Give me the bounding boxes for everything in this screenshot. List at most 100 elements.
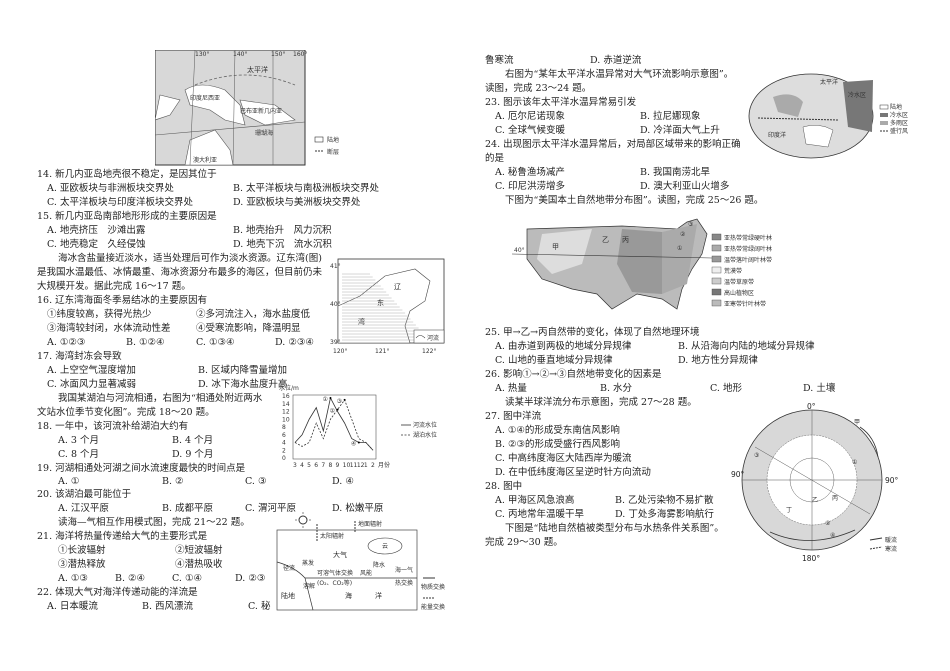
q19-option-d[interactable]: D. ④ [332,476,354,487]
q21-option-d[interactable]: D. ②③ [235,573,266,584]
label-4: ④ [830,532,835,539]
q26-option-d[interactable]: D. 土壤 [803,383,836,394]
annotation-label: ④ [351,441,356,448]
q27-option-a[interactable]: A. ①④的形成受东南信风影响 [495,425,620,436]
chart-ylabel: 水位/m [279,384,299,392]
q26-option-b[interactable]: B. 水分 [600,383,633,394]
q17-option-b[interactable]: B. 区域内降雪量增加 [198,365,288,376]
q14-option-b[interactable]: B. 太平洋板块与南极洲板块交界处 [233,183,380,194]
legend-river-level: 河流水位 [413,421,437,429]
q28-option-c[interactable]: C. 丙地常年温暖干旱 [495,509,584,520]
q15-stem: 15. 新几内亚岛南部地形形成的主要原因是 [37,211,217,222]
q20-option-d[interactable]: D. 松嫩平原 [332,503,384,514]
q23-option-b[interactable]: B. 拉尼娜现象 [640,111,701,122]
q18-option-a[interactable]: A. 3 个月 [58,435,99,446]
q28-option-b[interactable]: B. 乙处污染物不易扩散 [615,495,714,506]
bay-label: 湾 [358,317,365,326]
x-tick-label: 12 [357,462,365,469]
q27-stem: 27. 图中洋流 [485,411,542,422]
q20-stem: 20. 该湖泊最可能位于 [37,489,132,500]
q14-option-d[interactable]: D. 亚欧板块与美洲板块交界处 [233,197,361,208]
q22-option-d[interactable]: D. 赤道逆流 [590,55,642,66]
q26-option-c[interactable]: C. 地形 [710,383,742,394]
q16-item-3: ③海湾较封闭，水体流动性差 [47,323,171,334]
label-ground-radiation: 地面辐射 [358,520,382,528]
passage-16-line: 是我国水温最低、冰情最重、海冰资源分布最多的海区，但目前仍未 [37,267,323,278]
lon-tick: 122° [422,348,436,355]
q25-option-a[interactable]: A. 由赤道到两极的地域分异规律 [495,341,632,352]
map-label-pacific: 太平洋 [247,65,268,74]
q20-option-c[interactable]: C. 渭河平原 [245,503,296,514]
q23-option-d[interactable]: D. 冷洋面大气上升 [640,125,720,136]
q24-option-b[interactable]: B. 我国南涝北旱 [640,167,711,178]
q20-option-a[interactable]: A. 江汉平原 [58,503,109,514]
q23-option-c[interactable]: C. 全球气候变暖 [495,125,565,136]
x-tick-label: 1 [364,462,368,469]
q22-option-c-cont[interactable]: 鲁寒流 [485,55,514,66]
q21-item-2: ②短波辐射 [175,545,223,556]
series-line-river [294,396,374,451]
lon-tick: 150° [271,51,285,58]
q27-option-d[interactable]: D. 在中低纬度海区呈逆时针方向流动 [495,467,651,478]
annotation-point [357,441,360,444]
label-3: ③ [688,221,693,228]
y-tick-label: 16 [282,393,290,400]
x-tick-label: 2 [371,462,375,469]
q15-option-d[interactable]: D. 地壳下沉 流水沉积 [233,239,332,250]
q27-option-c[interactable]: C. 中高纬度海区大陆西岸为暖流 [495,453,632,464]
q18-option-b[interactable]: B. 4 个月 [172,435,214,446]
q19-option-c[interactable]: C. ③ [245,476,267,487]
q28-option-d[interactable]: D. 丁处多海雾影响航行 [615,509,714,520]
q16-option-d[interactable]: D. ②③④ [275,337,314,348]
q22-option-c[interactable]: C. 秘 [248,601,271,612]
legend-label: 温带草原带 [724,278,754,286]
q17-option-c[interactable]: C. 冰面风力显著减弱 [47,379,136,390]
q17-stem: 17. 海湾封冻会导致 [37,351,122,362]
q23-option-a[interactable]: A. 厄尔尼诺现象 [495,111,565,122]
q15-option-b[interactable]: B. 地壳抬升 风力沉积 [233,225,332,236]
q15-option-c[interactable]: C. 地壳稳定 久经侵蚀 [47,239,146,250]
q16-option-c[interactable]: C. ①③④ [196,337,235,348]
q26-option-a[interactable]: A. 热量 [495,383,527,394]
passage-18-line: 文站水位季节变化图”。完成 18～20 题。 [37,407,215,418]
passage-16-line: 大规模开发。据此完成 16～17 题。 [37,281,191,292]
q25-option-d[interactable]: D. 地方性分异规律 [678,355,758,366]
label-jia: 甲 [854,419,860,426]
label-cold-water: 冷水区 [848,91,866,99]
q20-option-b[interactable]: B. 成都平原 [162,503,214,514]
x-tick-label: 9 [336,462,340,469]
q17-option-a[interactable]: A. 上空空气湿度增加 [47,365,136,376]
q25-option-c[interactable]: C. 山地的垂直地域分异规律 [495,355,613,366]
q19-option-a[interactable]: A. ① [58,476,80,487]
q14-option-c[interactable]: C. 太平洋板块与印度洋板块交界处 [47,197,193,208]
q24-option-d[interactable]: D. 澳大利亚山火增多 [640,181,730,192]
q22-option-b[interactable]: B. 西风漂流 [142,601,194,612]
q21-item-4: ④潜热吸收 [175,559,223,570]
q19-option-b[interactable]: B. ② [162,476,184,487]
passage-18-line: 我国某湖泊与河流相通，右图为“相通处附近两水 [58,393,263,404]
q24-option-c[interactable]: C. 印尼洪涝增多 [495,181,565,192]
q16-option-a[interactable]: A. ①②③ [47,337,86,348]
map-label-indonesia: 印度尼西亚 [190,94,220,102]
legend-land: 陆地 [890,103,902,111]
legend-river: 河流 [427,334,439,342]
q18-option-c[interactable]: C. 8 个月 [58,449,100,460]
q27-option-b[interactable]: B. ②③的形成受盛行西风影响 [495,439,621,450]
q18-option-d[interactable]: D. 9 个月 [172,449,214,460]
q14-option-a[interactable]: A. 亚欧板块与非洲板块交界处 [47,183,174,194]
q22-option-a[interactable]: A. 日本暖流 [47,601,98,612]
q25-option-b[interactable]: B. 从沿海向内陆的地域分异规律 [678,341,815,352]
q19-stem: 19. 河湖相通处河湖之间水流速度最快的时间点是 [37,463,246,474]
q21-option-c[interactable]: C. ①④ [172,573,203,584]
label-yi: 乙 [812,497,818,504]
q21-option-a[interactable]: A. ①③ [58,573,88,584]
q28-option-a[interactable]: A. 甲海区风急浪高 [495,495,575,506]
q16-option-b[interactable]: B. ①②④ [126,337,165,348]
map-label-png: 巴布亚新几内亚 [240,107,282,115]
q21-option-b[interactable]: B. ②④ [115,573,146,584]
q24-option-a[interactable]: A. 秘鲁渔场减产 [495,167,565,178]
label-ocean: 洋 [375,591,382,600]
q15-option-a[interactable]: A. 地壳挤压 沙滩出露 [47,225,146,236]
q17-option-d[interactable]: D. 冰下海水盐度升高 [198,379,288,390]
